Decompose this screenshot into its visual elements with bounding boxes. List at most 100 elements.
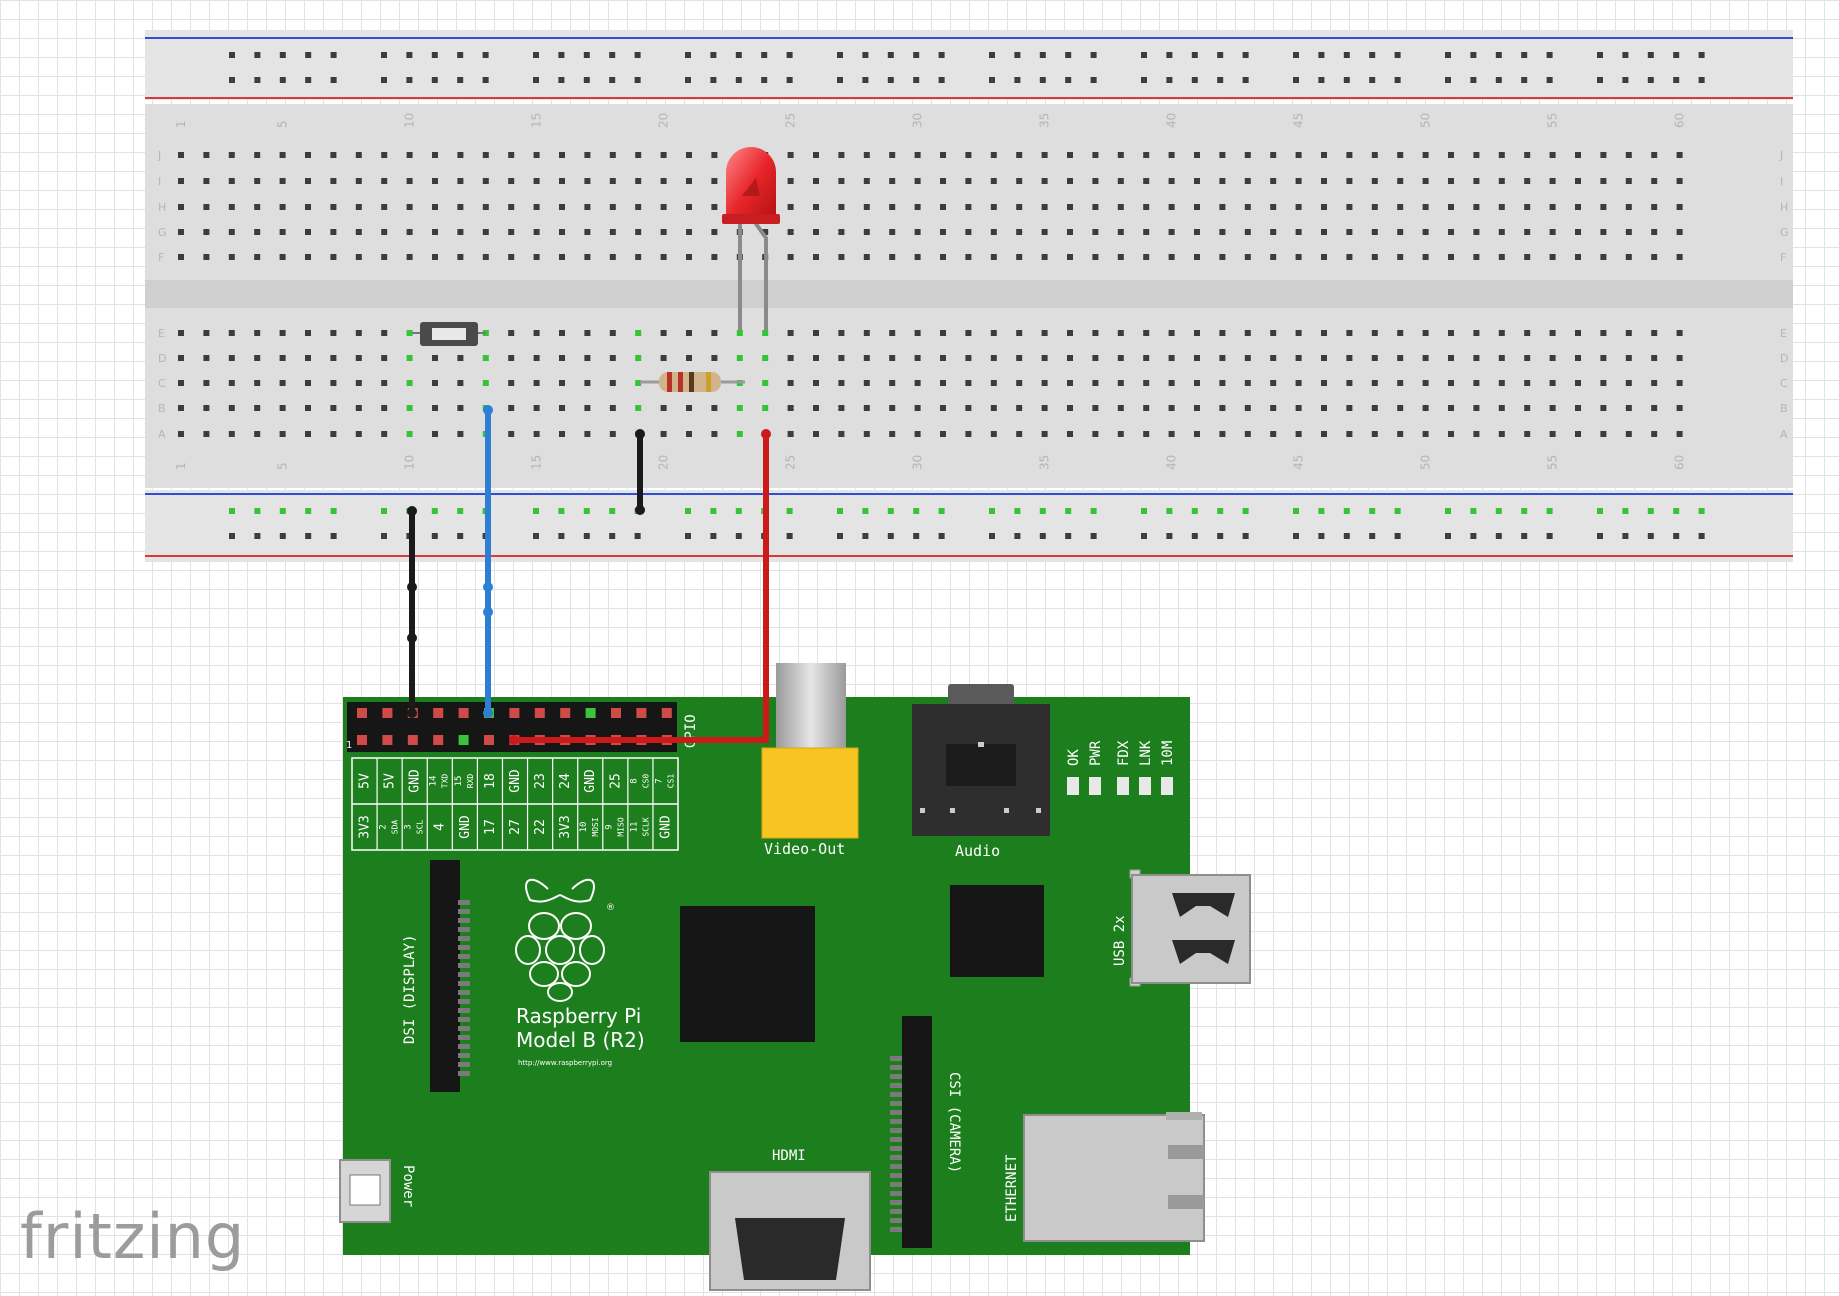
rail-hole (381, 508, 387, 514)
rail-hole (533, 508, 539, 514)
breadboard-hole (381, 152, 388, 158)
gpio-pin-label: 10 (579, 822, 589, 833)
rail-hole (837, 52, 843, 58)
breadboard-hole (1397, 229, 1404, 235)
breadboard-hole (1321, 254, 1327, 260)
connector-pin (458, 927, 470, 932)
column-number: 35 (1038, 113, 1052, 128)
breadboard-hole (1422, 254, 1429, 260)
breadboard-hole (736, 431, 743, 437)
breadboard-hole (1117, 254, 1124, 260)
rail-hole (583, 533, 590, 539)
breadboard-hole (1600, 254, 1607, 260)
breadboard-hole (406, 178, 413, 184)
breadboard-hole (1346, 330, 1353, 336)
logo-registered-mark: ® (606, 903, 615, 913)
breadboard-hole (1625, 355, 1632, 361)
connector-pin (890, 1164, 902, 1169)
breadboard-hole (1600, 380, 1607, 386)
rail-hole (1014, 533, 1021, 539)
breadboard-hole (1651, 431, 1658, 437)
status-led-label: 10M (1160, 741, 1176, 766)
dsi-body (430, 860, 460, 1092)
status-led (1089, 777, 1101, 795)
breadboard-hole (1346, 152, 1353, 158)
breadboard-hole (1498, 254, 1505, 260)
rail-hole (634, 77, 641, 83)
breadboard-hole (940, 330, 946, 336)
csi-body (902, 1016, 932, 1248)
rail-hole (1039, 508, 1046, 514)
breadboard-hole (838, 405, 845, 411)
breadboard-hole (1219, 204, 1226, 210)
breadboard-hole (1244, 431, 1251, 437)
breadboard-hole (559, 380, 565, 386)
breadboard-hole (686, 204, 692, 210)
breadboard-hole (508, 152, 515, 158)
breadboard-hole (1498, 380, 1505, 386)
power-port: Power (339, 1159, 416, 1223)
breadboard-hole (965, 431, 972, 437)
breadboard-hole (1422, 355, 1429, 361)
connector-pin (458, 909, 470, 914)
breadboard-hole (660, 254, 667, 260)
breadboard-hole (559, 204, 565, 210)
breadboard-hole (1473, 355, 1480, 361)
breadboard-hole (1295, 152, 1302, 158)
dsi-pins (458, 900, 470, 1076)
gpio-table-dividers (376, 758, 654, 850)
breadboard-hole (1422, 152, 1429, 158)
breadboard-hole (559, 178, 565, 184)
breadboard-hole (1168, 431, 1175, 437)
rail-hole (1622, 52, 1629, 58)
breadboard-hole (533, 254, 540, 260)
rail-hole (406, 52, 413, 58)
breadboard-hole (1016, 330, 1023, 336)
breadboard-hole (1625, 204, 1632, 210)
breadboard-hole (813, 431, 819, 437)
breadboard-hole (254, 431, 261, 437)
gpio-pin-label: 23 (533, 773, 548, 789)
gpio-pin-label: 18 (483, 773, 498, 789)
breadboard-hole (178, 330, 184, 336)
breadboard-hole (1092, 254, 1099, 260)
breadboard-hole (228, 152, 235, 158)
breadboard-hole (914, 152, 921, 158)
breadboard-hole (1168, 152, 1175, 158)
power-rail-top (145, 30, 1793, 100)
column-number: 10 (403, 455, 417, 470)
breadboard-hole (203, 330, 210, 336)
row-letter: J (1779, 149, 1783, 162)
connector-pin (890, 1218, 902, 1223)
rail-hole (913, 52, 920, 58)
breadboard-hole (965, 254, 972, 260)
audio-jack-pin-4 (1004, 808, 1009, 813)
breadboard-hole (813, 405, 819, 411)
breadboard-hole (609, 152, 616, 158)
breadboard-hole (584, 330, 591, 336)
breadboard-hole (1295, 431, 1302, 437)
wire-red-gpio17 (511, 431, 769, 743)
breadboard-hole (635, 355, 642, 361)
breadboard-hole (1676, 405, 1683, 411)
breadboard-hole (1270, 204, 1277, 210)
breadboard-hole (279, 204, 286, 210)
rail-hole (862, 77, 869, 83)
column-numbers: 1155101015152020252530303535404045455050… (174, 113, 1687, 470)
breadboard-hole (305, 380, 311, 386)
breadboard-hole (330, 152, 337, 158)
breadboard-hole (1346, 204, 1353, 210)
rail-hole (431, 508, 438, 514)
rail-hole (279, 52, 286, 58)
row-letter: G (1780, 226, 1789, 239)
breadboard-hole (914, 431, 921, 437)
rail-hole (305, 508, 312, 514)
breadboard-hole (813, 355, 819, 361)
breadboard-hole (1219, 330, 1226, 336)
breadboard-hole (1575, 152, 1581, 158)
breadboard-hole (279, 431, 286, 437)
rail-hole (887, 508, 894, 514)
row-letter: C (158, 377, 166, 390)
breadboard-hole (711, 405, 718, 411)
rail-hole (913, 533, 920, 539)
